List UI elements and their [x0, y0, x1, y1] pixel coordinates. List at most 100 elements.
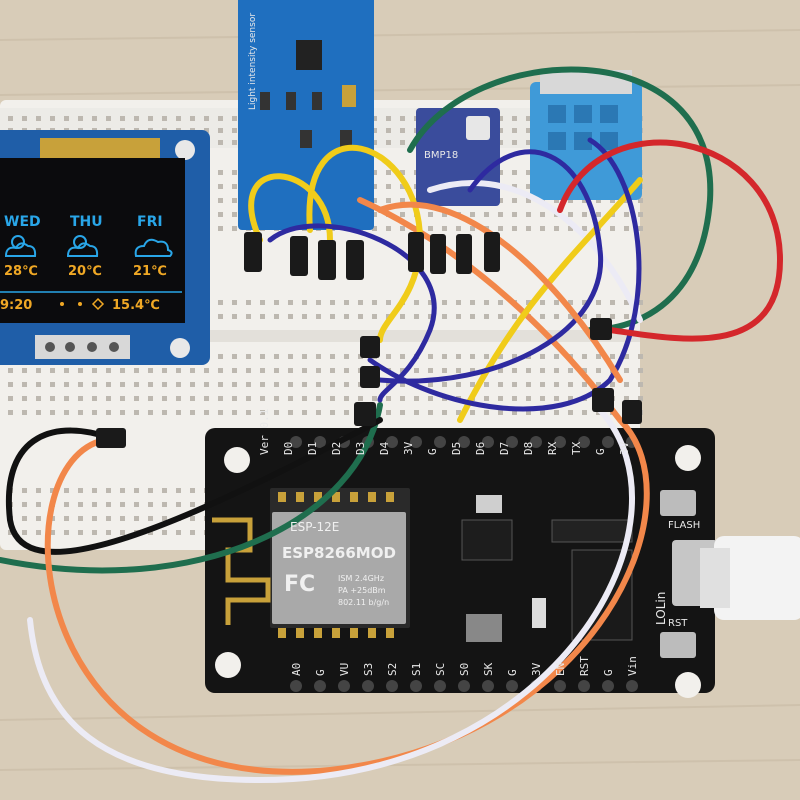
breadboard-hole — [372, 212, 377, 217]
cloud-icon — [134, 238, 173, 257]
usb-cable-neck — [700, 548, 730, 608]
breadboard-hole — [36, 516, 41, 521]
breadboard-hole — [204, 382, 209, 387]
top-pin-label: D8 — [522, 441, 535, 455]
breadboard-hole — [512, 226, 517, 231]
breadboard-hole — [442, 368, 447, 373]
bmp-sensor-chip — [466, 116, 490, 140]
breadboard-hole — [50, 382, 55, 387]
breadboard-hole — [498, 368, 503, 373]
oled-mount-hole — [170, 338, 190, 358]
breadboard-hole — [498, 140, 503, 145]
breadboard-hole — [246, 410, 251, 415]
header-pin — [458, 436, 470, 448]
breadboard-hole — [554, 368, 559, 373]
breadboard-hole — [148, 368, 153, 373]
nodemcu-mount-hole — [215, 445, 701, 698]
breadboard-hole — [232, 140, 237, 145]
breadboard-hole — [232, 300, 237, 305]
breadboard-hole — [372, 226, 377, 231]
breadboard-hole — [428, 382, 433, 387]
light-sensor-smd — [342, 85, 356, 107]
breadboard-hole — [554, 396, 559, 401]
bottom-pin-label: SK — [482, 662, 495, 676]
header-pin — [554, 680, 566, 692]
breadboard-hole — [120, 530, 125, 535]
breadboard-hole — [204, 128, 209, 133]
breadboard-hole — [260, 410, 265, 415]
bottom-pin-label: G — [506, 669, 519, 676]
cloud-sun-icon — [66, 235, 99, 257]
oled-display: WED THU FRI 28℃ 20℃ 21℃ 9:20 15.4℃ — [0, 160, 182, 320]
breadboard-hole — [50, 396, 55, 401]
breadboard-hole — [8, 530, 13, 535]
breadboard-hole — [428, 226, 433, 231]
breadboard-hole — [190, 382, 195, 387]
header-pin — [458, 680, 470, 692]
breadboard-hole — [64, 116, 69, 121]
breadboard-hole — [344, 396, 349, 401]
esp12e-pads — [278, 492, 394, 638]
breadboard-hole — [8, 382, 13, 387]
breadboard-hole — [260, 396, 265, 401]
breadboard-hole — [176, 410, 181, 415]
breadboard-hole — [218, 396, 223, 401]
breadboard-hole — [344, 368, 349, 373]
bottom-pin-label: EN — [554, 662, 567, 676]
breadboard-hole — [470, 354, 475, 359]
breadboard-hole — [498, 314, 503, 319]
breadboard-hole — [316, 410, 321, 415]
cloud-sun-icon — [4, 235, 37, 257]
breadboard-hole — [596, 212, 601, 217]
top-pin-label: D7 — [498, 441, 511, 455]
breadboard-hole — [400, 170, 405, 175]
breadboard-hole — [330, 354, 335, 359]
breadboard-hole — [22, 116, 27, 121]
breadboard-hole — [218, 300, 223, 305]
breadboard-hole — [372, 116, 377, 121]
breadboard-hole — [260, 382, 265, 387]
oled-day-label: WED — [4, 214, 41, 230]
breadboard-hole — [512, 396, 517, 401]
rst-label: RST — [668, 618, 688, 629]
bottom-pin-label: S3 — [362, 662, 375, 676]
breadboard-hole — [414, 396, 419, 401]
breadboard-hole — [484, 354, 489, 359]
breadboard-hole — [246, 368, 251, 373]
breadboard-hole — [512, 212, 517, 217]
oled-day-label: THU — [70, 214, 103, 230]
breadboard-hole — [232, 396, 237, 401]
breadboard-hole — [596, 354, 601, 359]
breadboard-hole — [526, 382, 531, 387]
breadboard-hole — [428, 368, 433, 373]
breadboard-hole — [428, 314, 433, 319]
breadboard-hole — [400, 368, 405, 373]
breadboard-hole — [148, 410, 153, 415]
breadboard-hole — [274, 314, 279, 319]
breadboard-hole — [232, 170, 237, 175]
breadboard-hole — [232, 354, 237, 359]
breadboard-hole — [400, 410, 405, 415]
breadboard-hole — [176, 116, 181, 121]
breadboard-hole — [106, 382, 111, 387]
top-pin-label: D1 — [306, 441, 319, 455]
breadboard-hole — [162, 502, 167, 507]
breadboard-hole — [498, 170, 503, 175]
wood-grain — [0, 29, 800, 771]
breadboard-hole — [232, 410, 237, 415]
wire-white — [27, 407, 636, 784]
breadboard-hole — [400, 198, 405, 203]
top-pin-label: 3V — [618, 441, 631, 455]
wire-white — [427, 179, 643, 323]
wire-blue — [267, 223, 437, 403]
breadboard-hole — [64, 368, 69, 373]
breadboard-hole — [540, 212, 545, 217]
breadboard-hole — [78, 368, 83, 373]
oled-pins — [45, 342, 119, 352]
breadboard-hole — [540, 382, 545, 387]
breadboard-hole — [386, 382, 391, 387]
esp-pa: PA +25dBm — [338, 586, 386, 595]
bmp-sensor-label: BMP18 — [424, 150, 459, 161]
dht-sensor-grille — [548, 105, 618, 150]
breadboard-hole — [512, 198, 517, 203]
